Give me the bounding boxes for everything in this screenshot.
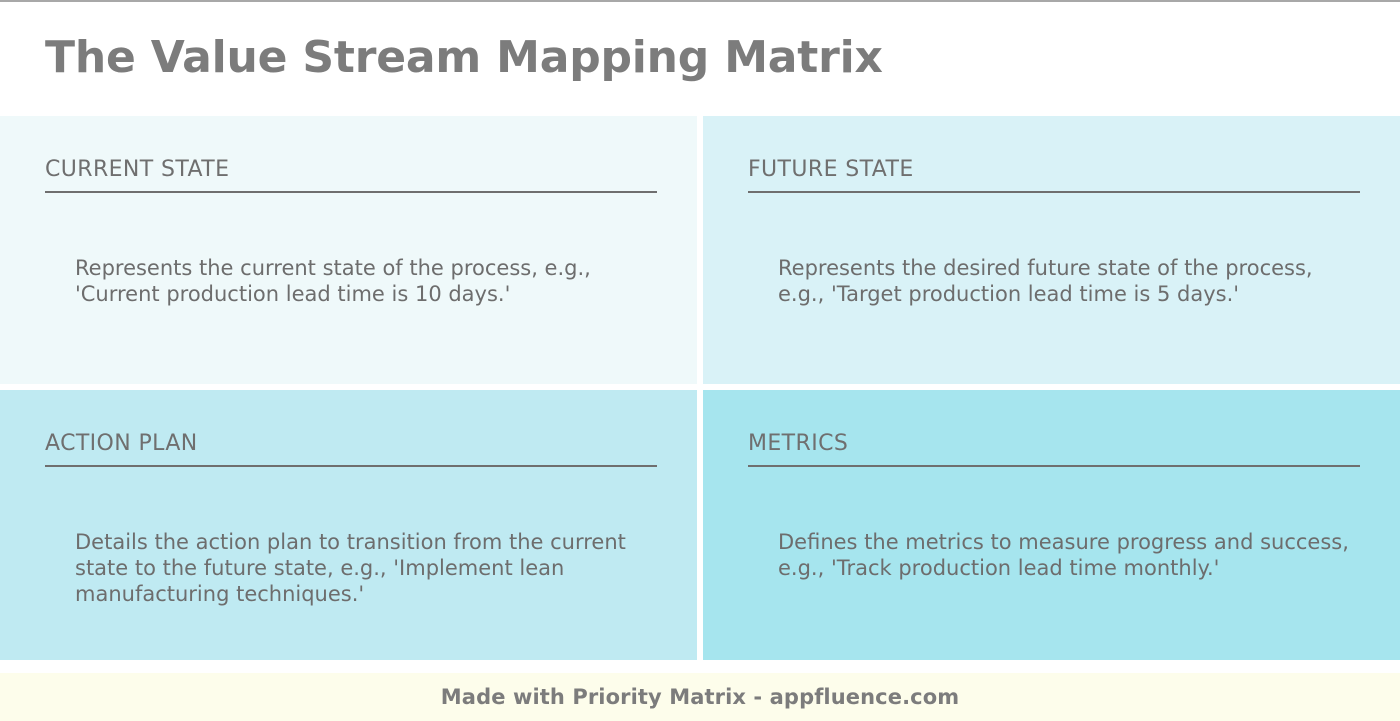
page-footer: Made with Priority Matrix - appfluence.c… (0, 673, 1400, 721)
quadrant-current-state[interactable]: CURRENT STATE Represents the current sta… (0, 116, 697, 384)
quadrant-future-state-header: FUTURE STATE (748, 157, 1360, 194)
quadrant-metrics[interactable]: METRICS Defines the metrics to measure p… (703, 390, 1400, 660)
quadrant-action-plan-rule (45, 465, 657, 468)
quadrant-action-plan-title: ACTION PLAN (45, 431, 198, 456)
page-title: The Value Stream Mapping Matrix (45, 31, 883, 83)
quadrant-future-state[interactable]: FUTURE STATE Represents the desired futu… (703, 116, 1400, 384)
quadrant-current-state-rule (45, 191, 657, 194)
matrix-grid: CURRENT STATE Represents the current sta… (0, 116, 1400, 660)
quadrant-current-state-header: CURRENT STATE (45, 157, 657, 194)
quadrant-metrics-rule (748, 465, 1360, 468)
quadrant-metrics-body: Defines the metrics to measure progress … (778, 530, 1349, 580)
quadrant-future-state-rule (748, 191, 1360, 194)
footer-attribution: Made with Priority Matrix - appfluence.c… (440, 685, 960, 709)
quadrant-metrics-title: METRICS (748, 431, 849, 456)
quadrant-action-plan-body: Details the action plan to transition fr… (75, 530, 626, 606)
page-header: The Value Stream Mapping Matrix (0, 2, 1400, 114)
quadrant-metrics-header: METRICS (748, 431, 1360, 468)
quadrant-action-plan[interactable]: ACTION PLAN Details the action plan to t… (0, 390, 697, 660)
quadrant-current-state-title: CURRENT STATE (45, 157, 230, 182)
quadrant-future-state-title: FUTURE STATE (748, 157, 914, 182)
quadrant-action-plan-header: ACTION PLAN (45, 431, 657, 468)
top-border-rule (0, 0, 1400, 2)
quadrant-current-state-body: Represents the current state of the proc… (75, 256, 591, 306)
quadrant-future-state-body: Represents the desired future state of t… (778, 256, 1313, 306)
